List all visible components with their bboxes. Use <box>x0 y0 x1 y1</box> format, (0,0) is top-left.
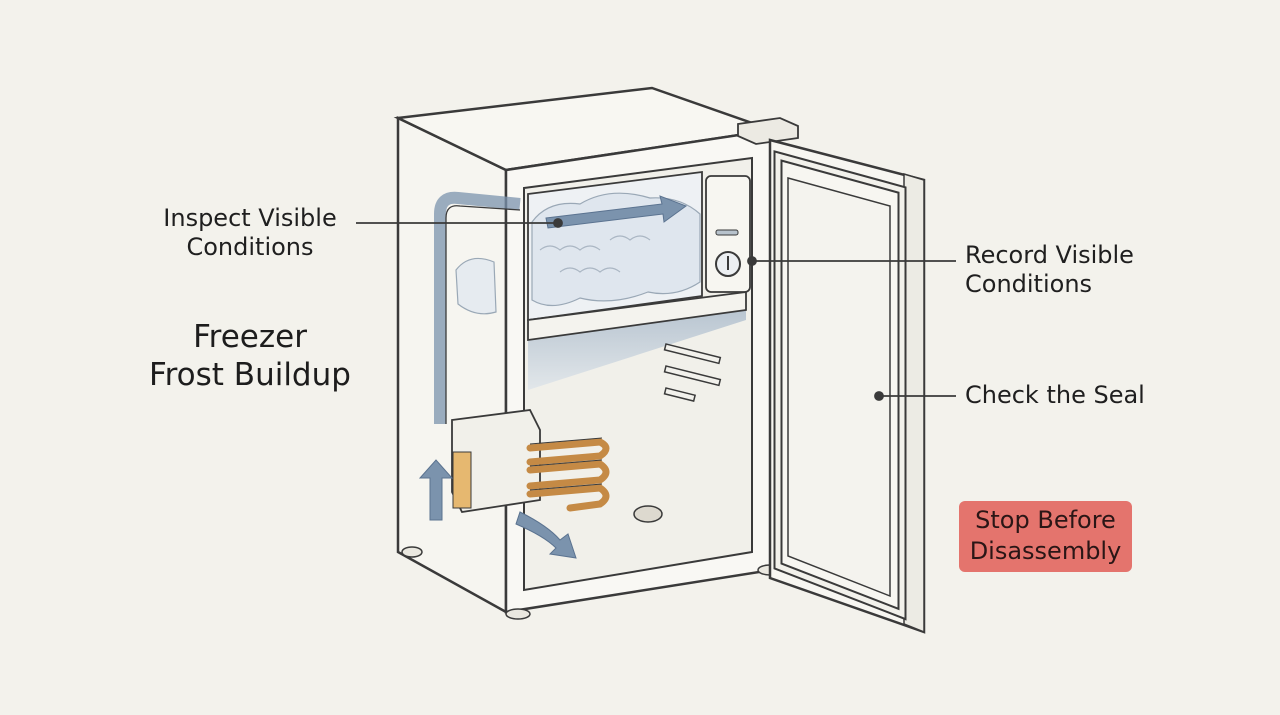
callout-inspect-line-1: Inspect Visible <box>163 204 337 232</box>
drain-hole <box>633 505 663 523</box>
side-frost <box>455 257 497 315</box>
stop-badge-line-2: Disassembly <box>969 537 1122 565</box>
airflow-arrow-icon <box>545 195 688 229</box>
callout-check-the-seal: Check the Seal <box>965 381 1145 410</box>
callout-seal-line-1: Check the Seal <box>965 381 1145 409</box>
interior-shadow <box>528 300 746 390</box>
title-line-2: Frost Buildup <box>149 357 351 393</box>
callout-inspect-line-2: Conditions <box>186 233 314 261</box>
condenser-coils-outline <box>529 437 603 491</box>
condenser-coils <box>526 438 610 512</box>
door-gasket-inner <box>775 152 905 618</box>
callout-record-line-2: Conditions <box>965 270 1093 298</box>
fridge-foot <box>505 608 531 620</box>
door-edge <box>903 172 925 634</box>
coolant-pipe <box>434 191 521 424</box>
frost-texture <box>539 235 651 273</box>
control-indicator <box>715 229 739 236</box>
compressor-unit <box>451 409 541 513</box>
stop-before-disassembly-badge: Stop Before Disassembly <box>959 501 1132 572</box>
compressor-fluid <box>452 451 472 509</box>
diagram-title: Freezer Frost Buildup <box>130 318 370 394</box>
airflow-arrow-icon <box>515 511 577 559</box>
interior-vents <box>663 343 722 402</box>
callout-leaders <box>356 218 956 401</box>
freezer-shelf <box>527 290 747 342</box>
callout-record-visible-conditions: Record Visible Conditions <box>965 241 1134 299</box>
coolant-pipe-outline <box>445 205 521 424</box>
stop-badge-line-1: Stop Before <box>975 506 1116 534</box>
door-hinge <box>737 117 799 145</box>
title-line-1: Freezer <box>193 319 307 355</box>
callout-inspect-visible-conditions: Inspect Visible Conditions <box>150 204 350 262</box>
door-inner-panel <box>787 177 891 598</box>
airflow-arrow-icon <box>418 459 454 521</box>
callout-record-line-1: Record Visible <box>965 241 1134 269</box>
fridge-foot <box>401 546 423 558</box>
